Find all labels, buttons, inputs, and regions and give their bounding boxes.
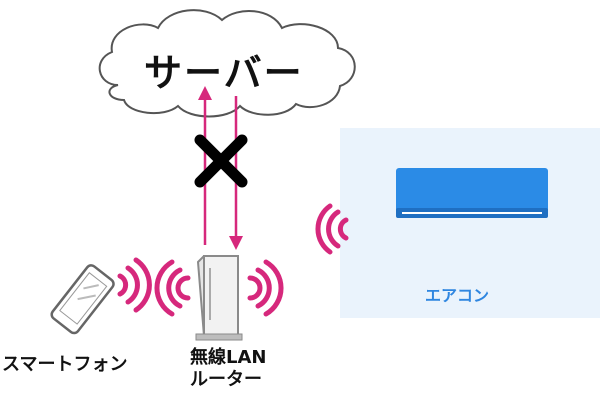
wifi-signal-icon [315, 203, 349, 255]
router-icon [195, 255, 243, 341]
blocked-x-icon [194, 134, 248, 188]
wifi-signal-icon [154, 259, 191, 317]
smartphone-icon [50, 264, 115, 335]
aircon-panel [340, 128, 600, 318]
aircon-icon [396, 168, 548, 218]
router-label-line1: 無線LAN [190, 347, 267, 368]
cloud-icon [98, 9, 356, 118]
wifi-signal-icon [117, 257, 152, 313]
smartphone-label: スマートフォン [2, 354, 128, 375]
wifi-signal-icon [247, 259, 284, 317]
aircon-label: エアコン [425, 286, 490, 305]
cloud-label: サーバー [144, 51, 304, 95]
arrow-down-icon [229, 96, 243, 250]
router-label: 無線LAN ルーター [190, 347, 266, 391]
router-label-line2: ルーター [190, 369, 262, 390]
